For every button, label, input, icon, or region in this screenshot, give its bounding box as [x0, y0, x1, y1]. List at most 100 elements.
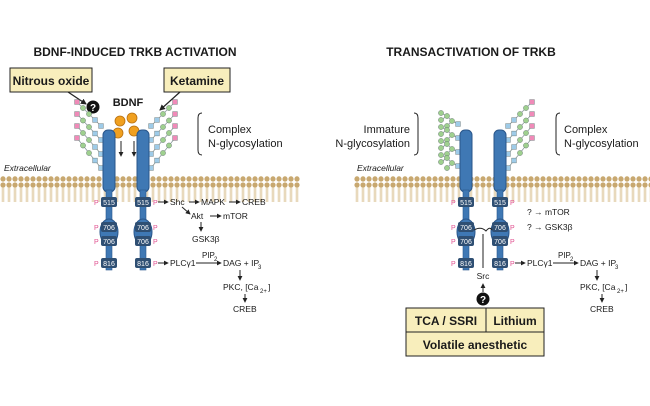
svg-text:2: 2: [570, 257, 574, 263]
right-immature-bracket: [413, 112, 419, 156]
nitrous-oxide-label: Nitrous oxide: [13, 74, 90, 88]
left-glycan-label-1: Complex: [208, 124, 252, 136]
svg-text:706: 706: [103, 225, 115, 232]
svg-text:PIP: PIP: [558, 251, 571, 260]
svg-text:P: P: [451, 225, 456, 232]
svg-text:706: 706: [460, 225, 472, 232]
nitrous-arrow: [67, 91, 87, 105]
svg-text:PKC, [Ca: PKC, [Ca: [223, 282, 259, 292]
ketamine-box: [163, 67, 231, 93]
svg-text:2+: 2+: [617, 289, 624, 295]
left-title: BDNF-INDUCED TRKB ACTIVATION: [33, 45, 236, 59]
svg-text:]: ]: [625, 282, 627, 292]
svg-text:515: 515: [137, 200, 149, 207]
left-extracellular-label: Extracellular: [4, 163, 52, 173]
svg-text:Src: Src: [477, 271, 491, 281]
right-phospho-marks: P P P P P P P P: [451, 200, 515, 268]
left-glycan-bracket: [197, 112, 203, 156]
svg-text:706: 706: [460, 239, 472, 246]
lithium-box: [485, 307, 545, 333]
svg-text:P: P: [510, 225, 515, 232]
svg-text:P: P: [451, 239, 456, 246]
svg-text:706: 706: [494, 225, 506, 232]
right-site-706-a: 706: [458, 222, 474, 232]
immature-label-1: Immature: [364, 124, 410, 136]
right-site-816-a: 816: [458, 258, 474, 268]
right-title: TRANSACTIVATION OF TRKB: [386, 45, 556, 59]
left-site-816-b: 816: [135, 258, 151, 268]
svg-text:515: 515: [460, 200, 472, 207]
left-site-706-b: 706: [135, 222, 151, 232]
bdnf-label: BDNF: [113, 97, 144, 109]
svg-text:P: P: [153, 239, 158, 246]
ketamine-arrow: [159, 91, 181, 111]
svg-text:Shc: Shc: [170, 197, 185, 207]
svg-text:P: P: [451, 200, 456, 207]
svg-text:CREB: CREB: [242, 197, 266, 207]
right-site-706-b: 706: [492, 222, 508, 232]
svg-text:3: 3: [258, 265, 262, 271]
svg-text:P: P: [510, 239, 515, 246]
svg-text:816: 816: [460, 261, 472, 268]
right-drug-panel: TCA / SSRI Lithium Volatile anesthetic: [405, 307, 545, 357]
left-site-706-a: 706: [101, 222, 117, 232]
lithium-label: Lithium: [493, 314, 536, 328]
svg-text:706: 706: [137, 239, 149, 246]
volatile-anesthetic-box: [405, 331, 545, 357]
right-glycan-bracket: [555, 112, 561, 156]
svg-text:P: P: [94, 239, 99, 246]
right-site-515-b: 515: [492, 197, 508, 207]
svg-text:MAPK: MAPK: [201, 197, 225, 207]
svg-text:P: P: [153, 225, 158, 232]
svg-text:P: P: [153, 200, 158, 207]
svg-text:P: P: [510, 200, 515, 207]
svg-text:PIP: PIP: [202, 251, 215, 260]
svg-text:PLCγ1: PLCγ1: [527, 258, 553, 268]
svg-text:2+: 2+: [260, 289, 267, 295]
left-site-706-c: 706: [101, 236, 117, 246]
svg-text:816: 816: [103, 261, 115, 268]
svg-text:mTOR: mTOR: [223, 211, 248, 221]
svg-text:P: P: [94, 261, 99, 268]
svg-text:PLCγ1: PLCγ1: [170, 258, 196, 268]
left-site-515-a: 515: [101, 197, 117, 207]
svg-text:? → mTOR: ? → mTOR: [527, 207, 570, 217]
left-glycan-label-2: N-glycosylation: [208, 138, 283, 150]
left-816-pathway: PLCγ1 PIP 2 DAG + IP 3 PKC, [Ca 2+ ] CRE…: [158, 251, 270, 314]
svg-text:P: P: [510, 261, 515, 268]
svg-text:706: 706: [103, 239, 115, 246]
svg-text:706: 706: [137, 225, 149, 232]
left-site-816-a: 816: [101, 258, 117, 268]
right-question-mark: ?: [480, 295, 486, 306]
right-site-706-c: 706: [458, 236, 474, 246]
tca-ssri-box: [405, 307, 487, 333]
nitrous-oxide-box: [9, 67, 93, 93]
svg-text:P: P: [451, 261, 456, 268]
svg-text:DAG + IP: DAG + IP: [223, 258, 259, 268]
svg-text:? → GSK3β: ? → GSK3β: [527, 222, 573, 232]
right-question-icon: [476, 292, 490, 306]
svg-text:]: ]: [268, 282, 270, 292]
svg-text:816: 816: [494, 261, 506, 268]
left-site-706-d: 706: [135, 236, 151, 246]
ketamine-label: Ketamine: [170, 74, 224, 88]
svg-text:816: 816: [137, 261, 149, 268]
svg-text:P: P: [94, 225, 99, 232]
right-site-816-b: 816: [492, 258, 508, 268]
svg-text:CREB: CREB: [233, 304, 257, 314]
svg-text:706: 706: [494, 239, 506, 246]
right-immature-glycans: [438, 110, 461, 171]
question-mark: ?: [90, 103, 96, 114]
left-515-pathway: Shc MAPK CREB Akt mTOR GSK3β: [158, 197, 266, 244]
volatile-anesthetic-label: Volatile anesthetic: [423, 338, 528, 352]
right-site-515-a: 515: [458, 197, 474, 207]
left-phospho-marks: P P P P P P P P: [94, 200, 158, 268]
right-complex-glycans: [505, 99, 535, 171]
right-site-706-d: 706: [492, 236, 508, 246]
right-extracellular-label: Extracellular: [357, 163, 405, 173]
svg-text:GSK3β: GSK3β: [192, 234, 220, 244]
left-site-515-b: 515: [135, 197, 151, 207]
svg-text:PKC, [Ca: PKC, [Ca: [580, 282, 616, 292]
bdnf-dimer: [112, 112, 140, 139]
